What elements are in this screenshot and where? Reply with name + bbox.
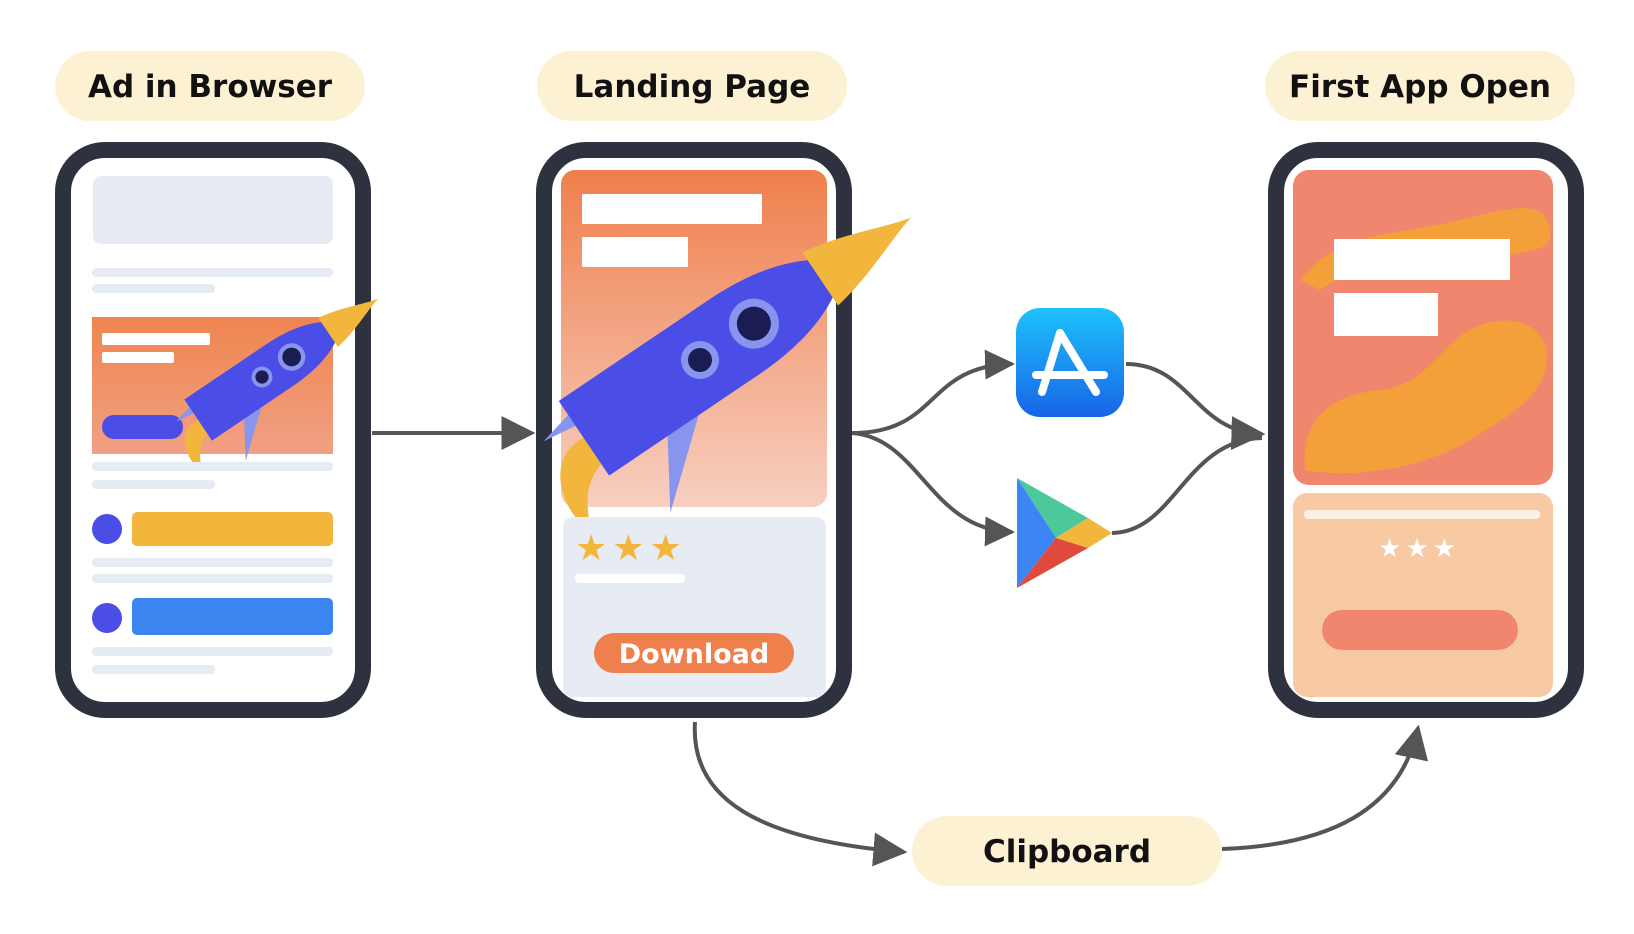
landing-star-rating: ★★★	[575, 528, 687, 569]
label-first-app-open: First App Open	[1265, 51, 1575, 121]
google-play-icon[interactable]	[1017, 478, 1112, 588]
label-landing-page-text: Landing Page	[574, 69, 811, 105]
phone-ad-in-browser	[55, 142, 412, 718]
ad-banner[interactable]	[92, 278, 412, 486]
label-ad-in-browser: Ad in Browser	[55, 51, 365, 121]
first-open-star-rating: ★★★	[1378, 534, 1460, 564]
label-ad-in-browser-text: Ad in Browser	[88, 69, 333, 105]
first-open-action-button[interactable]	[1322, 610, 1518, 650]
list-item-yellow[interactable]	[132, 512, 333, 546]
list-item-blue[interactable]	[132, 598, 333, 635]
landing-subtitle-placeholder	[582, 237, 688, 267]
arrow-landing-to-app-store	[851, 349, 1015, 435]
arrow-landing-to-google-play	[851, 431, 1015, 547]
arrow-clipboard-to-first-open	[1221, 724, 1429, 851]
label-clipboard: Clipboard	[912, 816, 1222, 886]
rocket-icon	[176, 298, 379, 471]
first-open-title-placeholder	[1334, 239, 1510, 280]
arrow-landing-to-clipboard	[692, 721, 908, 867]
landing-title-placeholder	[582, 194, 762, 224]
download-button-label: Download	[619, 639, 769, 670]
arrow-app-store-to-first-open	[1125, 362, 1266, 451]
first-open-details-card	[1293, 493, 1553, 697]
list-avatar	[92, 514, 122, 544]
phone-landing-page: ★★★ Download	[536, 142, 912, 718]
flow-arrows	[372, 349, 1429, 867]
phone-first-app-open: ★★★	[1268, 142, 1584, 718]
first-open-subtitle-placeholder	[1334, 293, 1438, 336]
label-first-app-open-text: First App Open	[1289, 69, 1551, 105]
app-store-icon[interactable]	[1016, 308, 1124, 417]
ad-cta-button[interactable]	[102, 415, 183, 439]
arrow-google-play-to-first-open	[1111, 436, 1263, 535]
rocket-icon	[543, 217, 912, 530]
label-landing-page: Landing Page	[537, 51, 847, 121]
download-button[interactable]: Download	[594, 633, 794, 673]
label-clipboard-text: Clipboard	[983, 834, 1151, 870]
list-avatar	[92, 603, 122, 633]
ad-header-placeholder	[93, 176, 333, 244]
